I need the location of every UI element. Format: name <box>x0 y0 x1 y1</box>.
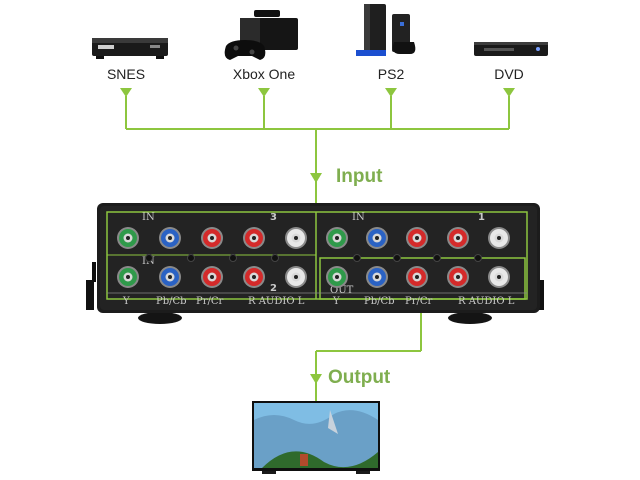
input-connector-lines <box>125 96 510 204</box>
in-label-group3: IN <box>142 212 155 223</box>
rca-jack <box>285 266 307 288</box>
in-label-group1: IN <box>352 212 365 223</box>
rca-jack <box>406 266 428 288</box>
label-audio-right: R AUDIO L <box>458 296 515 307</box>
screw <box>187 254 195 262</box>
set-top-box-icon <box>92 38 168 59</box>
rca-jack <box>488 227 510 249</box>
screw <box>433 254 441 262</box>
screw <box>474 254 482 262</box>
rca-jack <box>243 227 265 249</box>
port-number-1: 1 <box>478 212 485 223</box>
device-label-snes: SNES <box>106 66 146 82</box>
label-y-right: Y <box>333 296 340 307</box>
rca-jack <box>447 266 469 288</box>
screw <box>271 254 279 262</box>
screw <box>393 254 401 262</box>
rca-jack <box>406 227 428 249</box>
device-label-ps2: PS2 <box>377 66 405 82</box>
label-pr-right: Pr/Cr <box>405 296 433 307</box>
rca-jack <box>159 266 181 288</box>
rca-jack <box>159 227 181 249</box>
label-pr-left: Pr/Cr <box>196 296 224 307</box>
device-label-xbox-one: Xbox One <box>232 66 296 82</box>
rca-jack <box>117 227 139 249</box>
dvd-player-icon <box>474 42 548 56</box>
screw <box>145 254 153 262</box>
rca-jack <box>326 266 348 288</box>
rca-jack <box>201 227 223 249</box>
input-label: Input <box>336 166 383 187</box>
rca-jack <box>243 266 265 288</box>
device-label-dvd: DVD <box>494 66 524 82</box>
rca-jack <box>366 227 388 249</box>
out-label: OUT <box>330 285 354 296</box>
rca-jack <box>117 266 139 288</box>
tv-icon <box>252 401 380 474</box>
port-number-3: 3 <box>270 212 277 223</box>
playstation-console-icon <box>356 4 416 56</box>
game-console-icon <box>224 10 298 60</box>
rca-jack <box>326 227 348 249</box>
output-label: Output <box>328 367 391 388</box>
rca-jack <box>285 227 307 249</box>
down-arrow-icons <box>120 88 515 384</box>
rca-jack <box>366 266 388 288</box>
label-y-left: Y <box>123 296 130 307</box>
screw <box>229 254 237 262</box>
rca-jack <box>201 266 223 288</box>
screw <box>353 254 361 262</box>
rca-jack <box>447 227 469 249</box>
label-pb-left: Pb/Cb <box>156 296 187 307</box>
rca-jack <box>488 266 510 288</box>
label-pb-right: Pb/Cb <box>364 296 395 307</box>
port-number-2: 2 <box>270 283 277 294</box>
label-audio-left: R AUDIO L <box>248 296 305 307</box>
